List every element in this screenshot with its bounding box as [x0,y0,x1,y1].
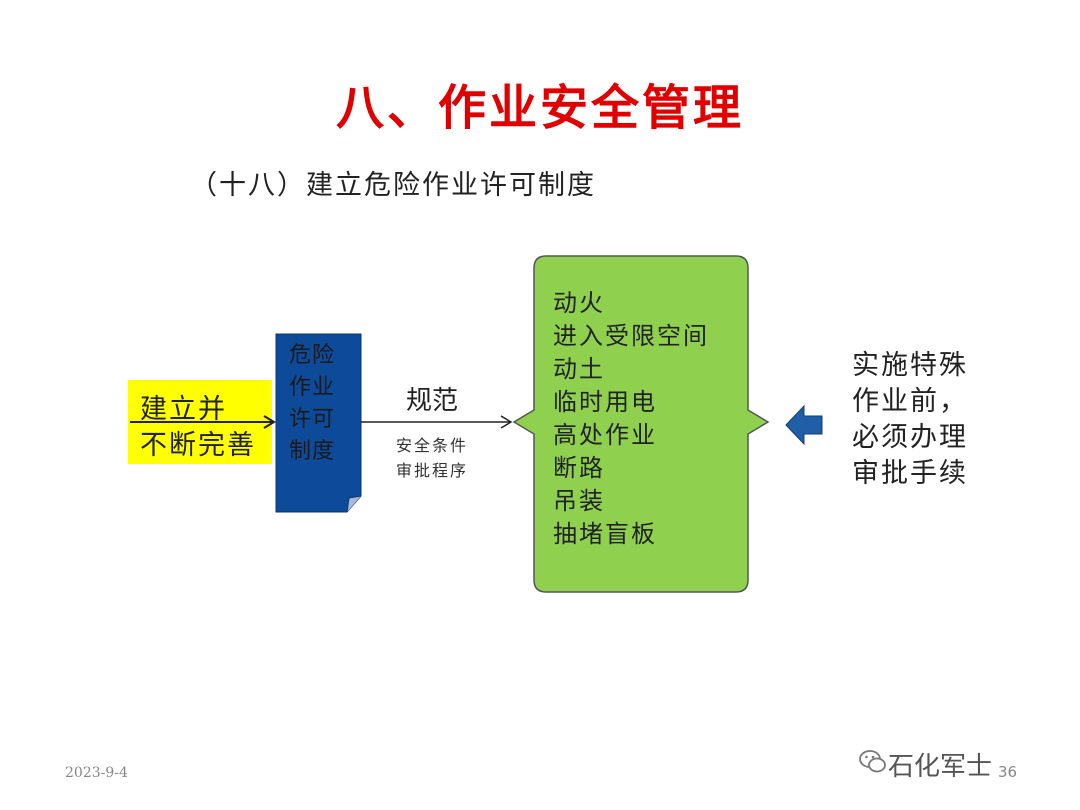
norm-label: 规范 [406,386,459,416]
approval-procedure-label: 审批程序 [396,461,469,480]
section-subtitle: （十八）建立危险作业许可制度 [190,170,596,201]
norm-arrow [361,415,513,429]
work-types-brace-box [512,255,770,593]
list-item: 断路 [553,454,605,482]
document-line: 制度 [289,439,336,464]
page-number: 36 [998,763,1018,781]
note-line: 作业前， [852,386,968,417]
document-text: 危险 作业 许可 制度 [289,340,335,468]
note-line: 审批手续 [852,458,968,489]
right-note: 实施特殊 作业前， 必须办理 审批手续 [852,348,968,492]
establish-label: 建立并 [140,394,227,425]
arrow-right-icon [130,415,276,429]
improve-label: 不断完善 [140,430,256,461]
page-title: 八、作业安全管理 [335,80,744,136]
list-item: 吊装 [553,487,605,515]
document-line: 危险 [289,343,336,368]
list-item: 抽堵盲板 [553,520,657,548]
list-item: 动土 [553,355,605,383]
document-line: 作业 [289,375,336,400]
note-line: 实施特殊 [852,350,968,381]
safety-conditions-label: 安全条件 [396,436,469,455]
document-line: 许可 [289,407,336,432]
watermark-text: 石化军士 [888,752,993,782]
list-item: 动火 [553,289,605,317]
work-types-list: 动火 进入受限空间 动土 临时用电 高处作业 断路 吊装 抽堵盲板 [553,287,709,551]
list-item: 进入受限空间 [553,322,709,350]
list-item: 临时用电 [553,388,657,416]
footer-date: 2023-9-4 [65,765,128,781]
note-line: 必须办理 [852,422,968,453]
list-item: 高处作业 [553,421,657,449]
wechat-icon [859,750,886,773]
arrow-left-icon [785,404,823,446]
